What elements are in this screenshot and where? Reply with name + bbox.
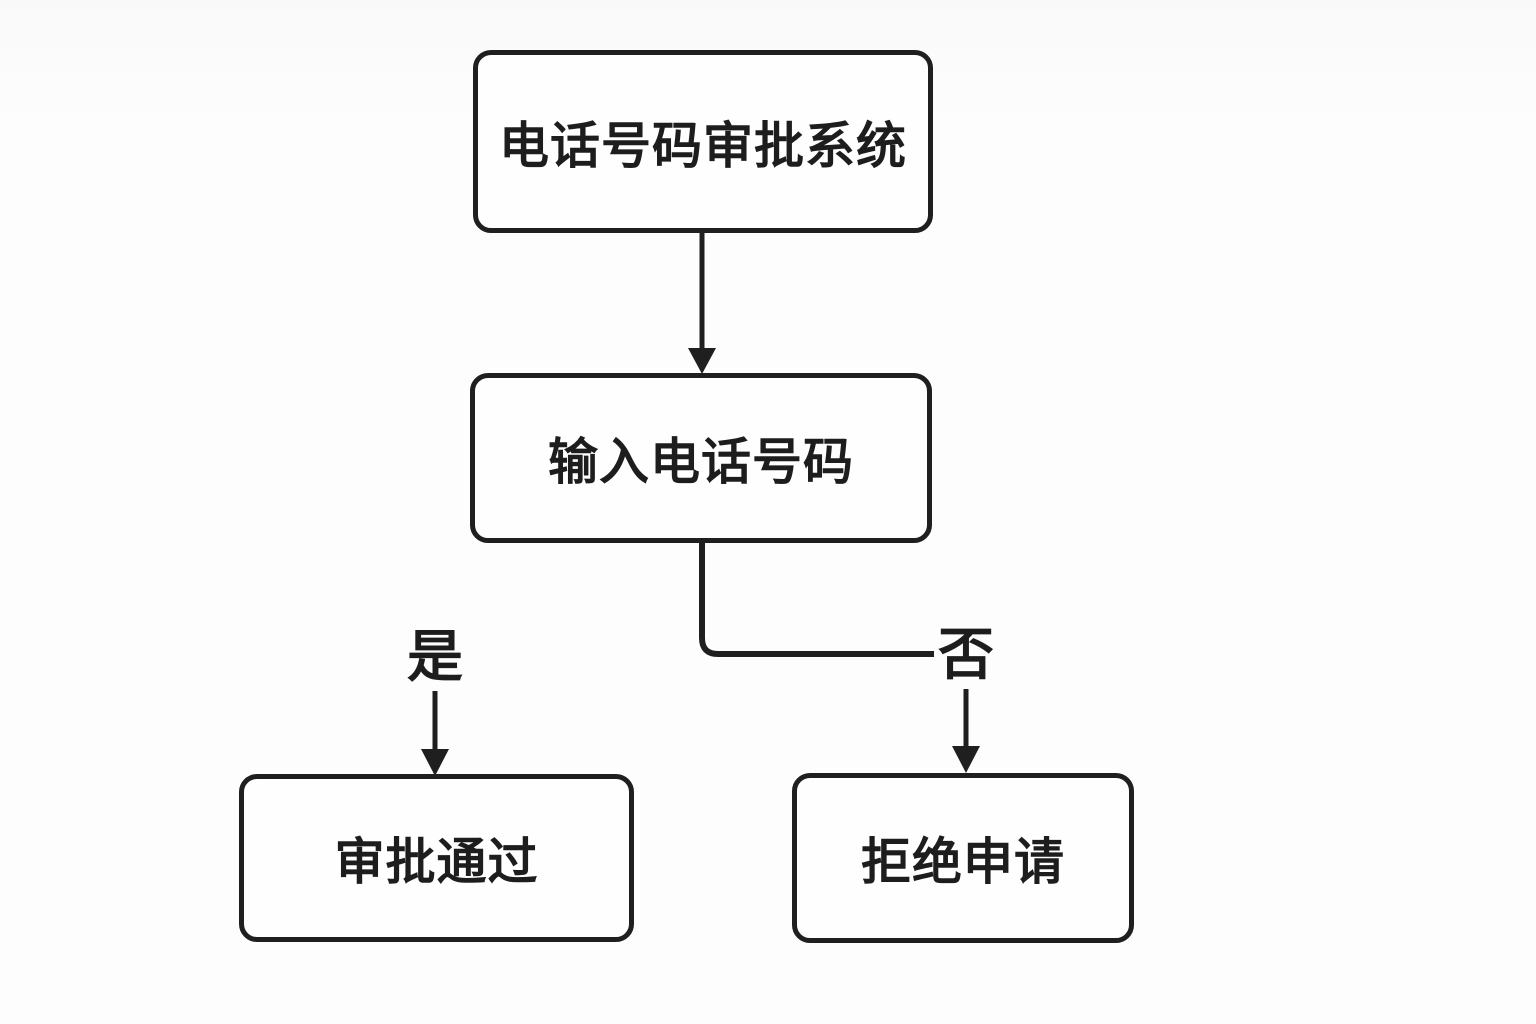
node-label: 审批通过 (334, 834, 539, 890)
node-reject-application: 拒绝申请 (792, 773, 1134, 943)
arrow-start-to-input (688, 233, 716, 374)
node-phone-approval-system: 电话号码审批系统 (473, 50, 933, 233)
node-label: 输入电话号码 (548, 434, 854, 490)
arrow-no-to-reject (952, 689, 980, 773)
node-input-phone-number: 输入电话号码 (470, 373, 932, 543)
node-label: 拒绝申请 (861, 834, 1065, 890)
edge-label-no: 否 (938, 623, 994, 686)
node-label: 电话号码审批系统 (499, 117, 907, 174)
edge-label-yes: 是 (407, 625, 463, 688)
connector-input-to-no (699, 543, 934, 657)
arrow-yes-to-approve (421, 691, 449, 776)
node-approval-passed: 审批通过 (239, 774, 634, 942)
